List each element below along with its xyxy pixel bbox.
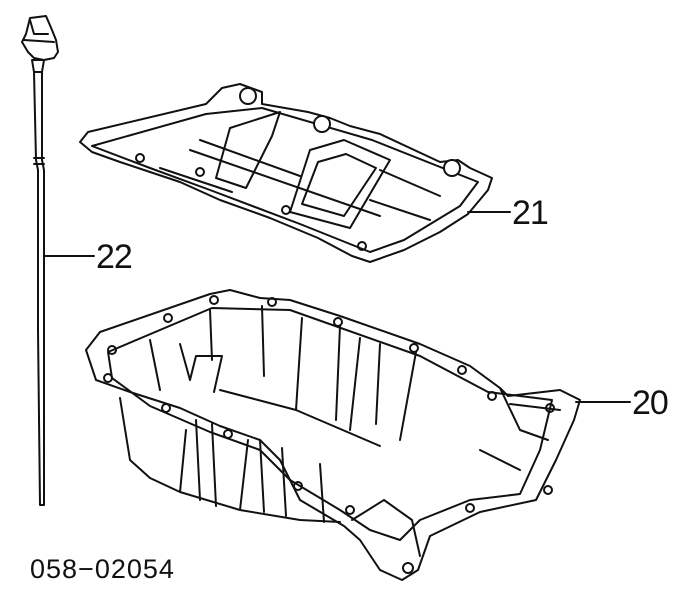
- oil-pan-sump: [119, 397, 341, 523]
- oil-pan-inner-walls: [149, 339, 381, 447]
- callout-22: 22: [96, 238, 133, 276]
- pan-bolt-hole: [409, 343, 419, 353]
- dipstick-ring: [33, 157, 45, 165]
- dipstick-collar: [31, 59, 45, 73]
- oil-pan-flange: [85, 289, 581, 581]
- baffle-hole: [195, 167, 205, 177]
- pan-bolt-hole: [345, 505, 355, 515]
- pan-bolt-hole: [402, 562, 414, 574]
- dipstick-handle: [21, 15, 59, 61]
- baffle-plate-inner-edge: [91, 107, 479, 253]
- baffle-plate-drawing: [79, 83, 493, 263]
- baffle-plate-outline: [79, 83, 493, 263]
- pan-bolt-hole: [457, 365, 467, 375]
- pan-bolt-hole: [487, 391, 497, 401]
- callout-20: 20: [632, 384, 669, 422]
- pan-bolt-hole: [223, 429, 233, 439]
- dipstick-tube: [33, 71, 45, 506]
- pan-bolt-hole: [543, 485, 553, 495]
- pan-bolt-hole: [163, 313, 173, 323]
- baffle-ribs: [159, 139, 441, 221]
- oil-pan-baffles: [209, 305, 417, 441]
- pan-bolt-hole: [267, 297, 277, 307]
- pan-bolt-hole: [293, 481, 303, 491]
- baffle-boss-1: [239, 87, 257, 105]
- baffle-hole: [357, 241, 367, 251]
- pan-bolt-hole: [107, 345, 117, 355]
- baffle-boss-2: [313, 115, 331, 133]
- pan-bolt-hole: [465, 503, 475, 513]
- baffle-hole: [135, 153, 145, 163]
- oil-pan-flange-inner: [107, 307, 553, 541]
- oil-pan-ribs: [195, 419, 325, 523]
- oil-pan-rear-bracket: [351, 387, 561, 557]
- baffle-boss-3: [443, 159, 461, 177]
- pan-bolt-hole: [209, 295, 219, 305]
- pan-bolt-hole: [103, 373, 113, 383]
- dipstick-drawing: [21, 15, 59, 506]
- pan-bolt-hole: [333, 317, 343, 327]
- callout-21: 21: [512, 194, 549, 232]
- diagram-code: 058−02054: [30, 554, 175, 584]
- pan-bolt-hole: [545, 403, 555, 413]
- oil-pan-drawing: [85, 289, 581, 581]
- pan-bolt-hole: [161, 403, 171, 413]
- dipstick-handle-grip: [23, 19, 55, 43]
